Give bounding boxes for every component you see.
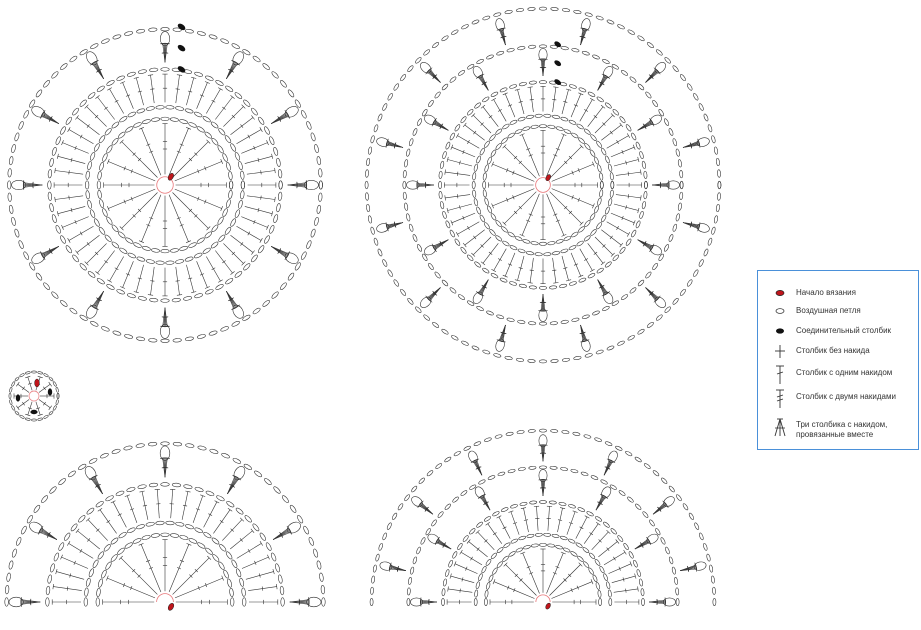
half-diagram-bottom-right (369, 428, 717, 610)
legend-label-slip: Соединительный столбик (796, 326, 892, 335)
three-dc-together-icon (774, 418, 786, 437)
single-crochet-icon (775, 345, 785, 358)
legend-item-tr: Столбик с двумя накидами (758, 389, 920, 409)
legend-label-tr: Столбик с двумя накидами (796, 392, 896, 401)
legend-item-sc: Столбик без накида (758, 343, 920, 363)
half-diagram-bottom-left (4, 441, 326, 611)
doily-diagram-top-left (7, 23, 323, 343)
small-motif-diagram (8, 370, 60, 422)
treble-crochet-icon (776, 389, 784, 408)
doily-diagram-top-right (364, 6, 722, 364)
legend-item-3dctog: Три столбика с накидом, провязанные вмес… (758, 417, 920, 439)
legend-item-slip: Соединительный столбик (758, 323, 920, 343)
legend-label-3dctog: Три столбика с накидом, провязанные вмес… (796, 420, 888, 439)
legend-label-start: Начало вязания (796, 288, 856, 297)
slip-stitch-icon (776, 328, 784, 334)
start-icon (775, 290, 785, 296)
double-crochet-icon (776, 365, 784, 384)
chain-stitch-icon (775, 308, 785, 314)
legend-item-dc: Столбик с одним накидом (758, 365, 920, 385)
legend-label-sc: Столбик без накида (796, 346, 870, 355)
legend-label-chain: Воздушная петля (796, 306, 861, 315)
legend-item-chain: Воздушная петля (758, 303, 920, 323)
legend-label-dc: Столбик с одним накидом (796, 368, 893, 377)
symbol-legend: Начало вязания Воздушная петля Соедините… (757, 270, 919, 450)
legend-item-start: Начало вязания (758, 285, 920, 305)
